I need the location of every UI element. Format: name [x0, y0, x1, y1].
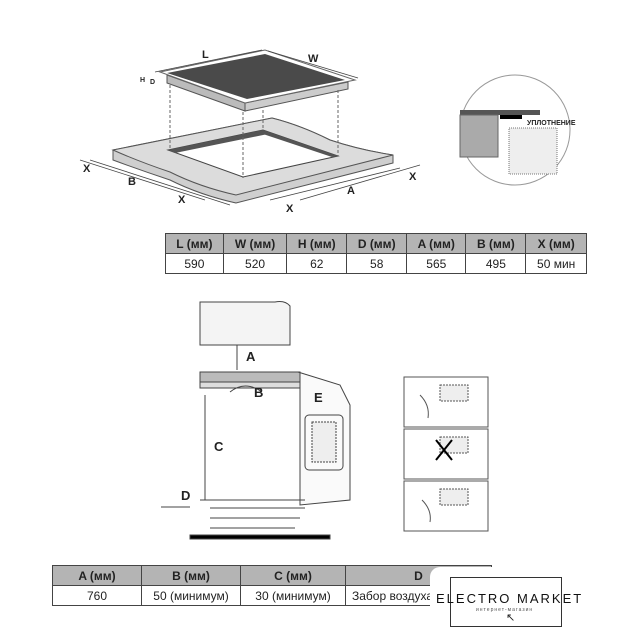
label-X-bottom: X	[178, 194, 186, 206]
value-W: 520	[222, 253, 288, 274]
label-X-right: X	[409, 171, 417, 183]
side-label-E: E	[314, 390, 323, 405]
cursor-icon: ↖	[506, 612, 516, 624]
logo-subtitle: интернет-магазин	[476, 607, 534, 613]
side-label-D: D	[181, 488, 190, 503]
hob-dimensions-table: L (мм) W (мм) H (мм) D (мм) A (мм) B (мм…	[165, 233, 587, 274]
cabinet-side-drawing	[161, 301, 351, 540]
header-B: B (мм)	[141, 565, 241, 586]
electro-market-logo: ELECTRO MARKET интернет-магазин ↖	[430, 567, 635, 640]
hob-drawing	[158, 49, 357, 112]
header-D: D (мм)	[346, 233, 408, 254]
header-X: X (мм)	[525, 233, 587, 254]
header-C: C (мм)	[240, 565, 346, 586]
label-D: D	[150, 79, 155, 86]
countertop-drawing	[111, 117, 394, 204]
value-L: 590	[165, 253, 224, 274]
header-B: B (мм)	[465, 233, 527, 254]
header-A: A (мм)	[406, 233, 467, 254]
value-D: 58	[346, 253, 408, 274]
value-A: 760	[52, 585, 142, 606]
side-label-B: B	[254, 385, 263, 400]
seal-label: УПЛОТНЕНИЕ	[527, 120, 576, 127]
projection-lines	[169, 85, 339, 178]
seal-detail-inset	[459, 74, 571, 186]
header-L: L (мм)	[165, 233, 224, 254]
label-L: L	[202, 49, 209, 61]
dimension-lines	[79, 49, 421, 206]
value-A: 565	[406, 253, 467, 274]
value-X: 50 мин	[525, 253, 587, 274]
logo-name: ELECTRO MARKET	[436, 591, 584, 606]
side-label-C: C	[214, 439, 224, 454]
value-C: 30 (минимум)	[240, 585, 346, 606]
value-B: 495	[465, 253, 527, 274]
label-A: A	[347, 185, 355, 197]
value-B: 50 (минимум)	[141, 585, 241, 606]
label-X-left: X	[83, 163, 91, 175]
header-W: W (мм)	[222, 233, 288, 254]
label-W: W	[308, 53, 319, 65]
header-H: H (мм)	[286, 233, 348, 254]
label-H: H	[140, 77, 145, 84]
clearance-table: A (мм) B (мм) C (мм) D 760 50 (минимум) …	[52, 565, 492, 606]
header-A: A (мм)	[52, 565, 142, 586]
side-label-A: A	[246, 349, 256, 364]
label-B: B	[128, 176, 136, 188]
value-H: 62	[286, 253, 348, 274]
logo-frame	[450, 577, 562, 627]
label-X-front: X	[286, 203, 294, 215]
ventilation-panels	[403, 376, 489, 532]
